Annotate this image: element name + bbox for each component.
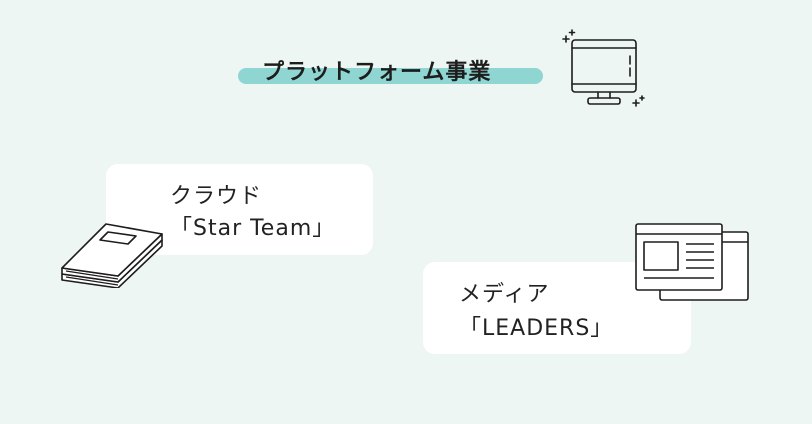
monitor-icon [562,29,645,107]
cloud-card: クラウド 「Star Team」 [106,164,373,255]
page-title: プラットフォーム事業 [262,60,492,85]
platform-business-header: プラットフォーム事業 [238,52,543,86]
media-card-category: メディア [459,282,550,307]
book-stack-icon [61,223,163,288]
media-card-product: 「LEADERS」 [459,316,614,341]
title-highlight-bar [238,68,543,84]
cloud-card-product: 「Star Team」 [170,216,336,241]
browser-window-icon [635,223,749,301]
cloud-card-category: クラウド [170,184,263,209]
